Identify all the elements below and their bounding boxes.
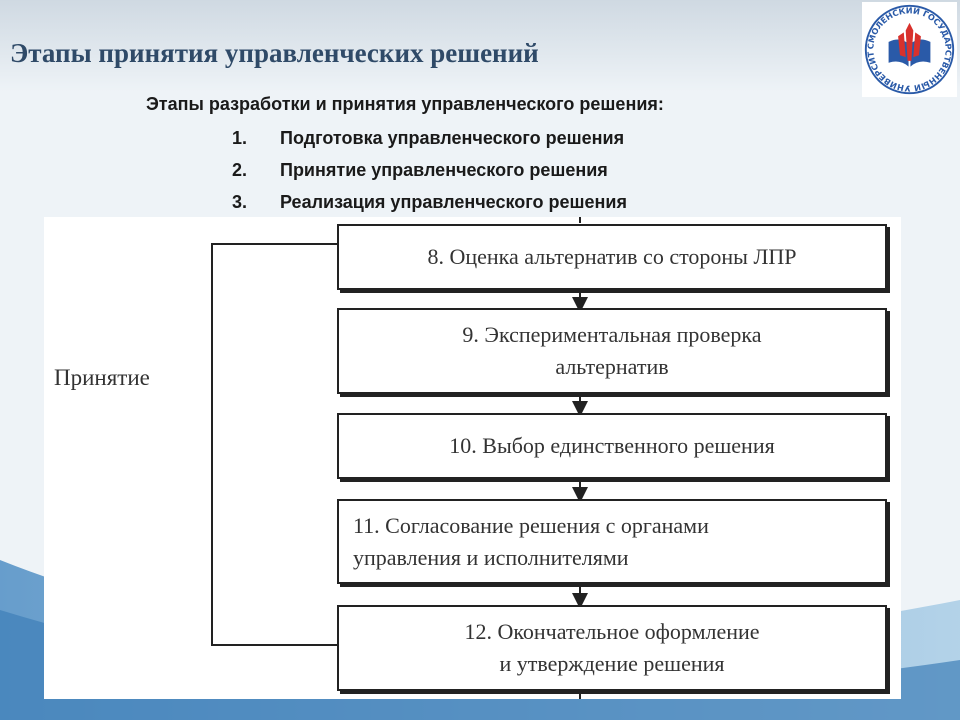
university-logo: СМОЛЕНСКИЙ ГОСУДАРСТВЕННЫЙ УНИВЕРСИТЕТ bbox=[862, 2, 957, 97]
phase-label: Принятие bbox=[54, 365, 150, 390]
diagram-connectors bbox=[211, 217, 588, 699]
stage-item: 1. Подготовка управленческого решения bbox=[232, 128, 624, 149]
step-text: 11. Согласование решения с органами bbox=[353, 512, 709, 538]
stage-number: 2. bbox=[232, 160, 248, 180]
step-text: 10. Выбор единственного решения bbox=[449, 433, 775, 459]
step-box-8: 8. Оценка альтернатив со стороны ЛПР bbox=[337, 224, 887, 290]
step-box-12: 12. Окончательное оформление и утвержден… bbox=[337, 605, 887, 691]
step-box-10: 10. Выбор единственного решения bbox=[337, 413, 887, 479]
step-text: 9. Экспериментальная проверка bbox=[462, 322, 762, 348]
step-box-9: 9. Экспериментальная проверка альтернати… bbox=[337, 308, 887, 394]
stage-item: 3. Реализация управленческого решения bbox=[232, 192, 627, 213]
step-text: и утверждение решения bbox=[499, 651, 725, 676]
stage-text: Подготовка управленческого решения bbox=[280, 128, 625, 148]
stage-item: 2. Принятие управленческого решения bbox=[232, 160, 608, 181]
phase-bracket bbox=[211, 243, 337, 646]
stage-text: Принятие управленческого решения bbox=[280, 160, 608, 180]
slide-title: Этапы принятия управленческих решений bbox=[10, 38, 539, 68]
stage-number: 3. bbox=[232, 192, 248, 212]
intro-heading: Этапы разработки и принятия управленческ… bbox=[146, 94, 664, 114]
step-text: управления и исполнителями bbox=[353, 544, 629, 570]
stage-text: Реализация управленческого решения bbox=[280, 192, 627, 212]
step-box-11: 11. Согласование решения с органами упра… bbox=[337, 499, 887, 584]
step-text: 12. Окончательное оформление bbox=[464, 619, 760, 645]
step-text: альтернатив bbox=[555, 354, 669, 379]
step-text: 8. Оценка альтернатив со стороны ЛПР bbox=[427, 244, 797, 270]
stage-number: 1. bbox=[232, 128, 248, 148]
diagram-panel: Принятие 8. Оценка альтернатив со сторон… bbox=[44, 217, 901, 699]
